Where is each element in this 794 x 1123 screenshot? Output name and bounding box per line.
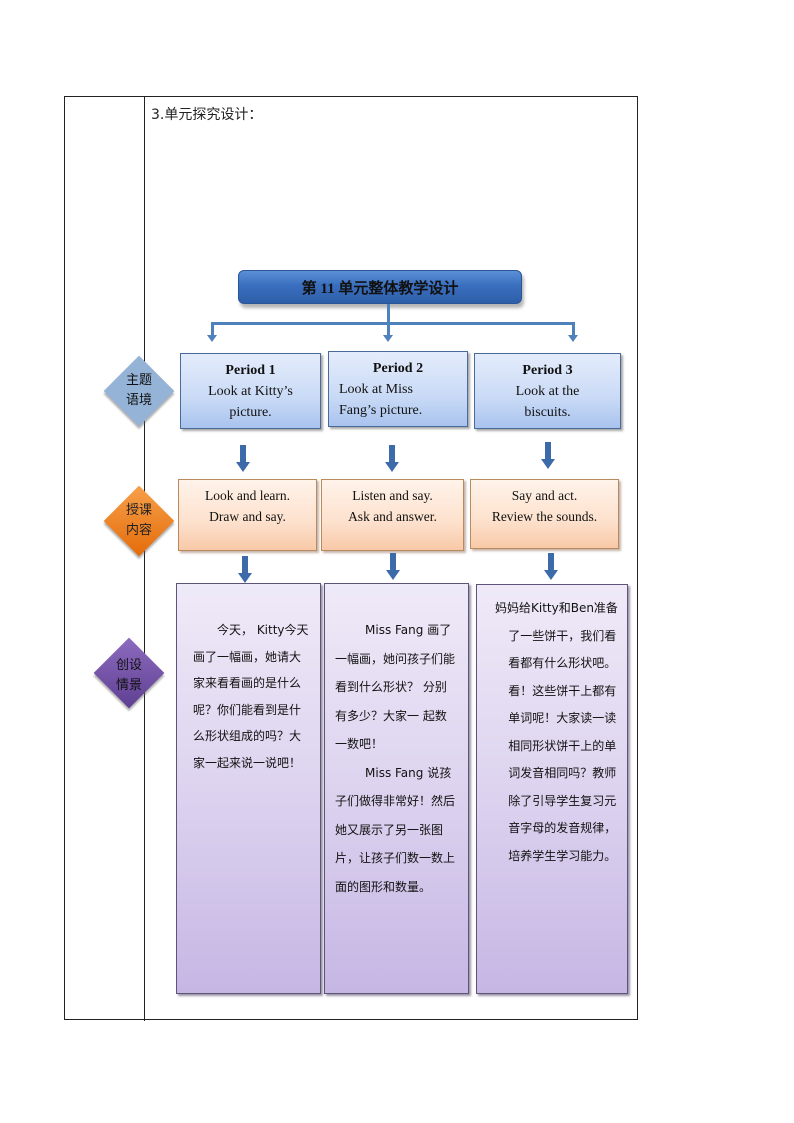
content-text: Ask and answer. [348,509,437,524]
period-box-1: Period 1 Look at Kitty’s picture. [180,353,321,429]
row-axis-line [144,96,145,1021]
period-text: Look at Miss [339,382,413,397]
row-label-line: 情景 [115,678,142,693]
row-label-scenario: 创设 情景 [93,656,165,696]
connector-horizontal [211,322,575,325]
down-arrow-icon [541,442,555,469]
scenario-paragraph: 今天， Kitty今天画了一幅画，她请大家来看看画的是什么呢？你们能看到是什么形… [193,623,309,770]
period-text: Look at the [515,384,580,399]
row-label-line: 语境 [125,393,152,408]
section-heading: 3.单元探究设计： [151,107,263,123]
period-text: Fang’s picture. [339,403,423,418]
content-text: Review the sounds. [491,509,598,524]
content-box-2: Listen and say. Ask and answer. [321,479,464,551]
diagram-title-bar: 第 11 单元整体教学设计 [238,270,522,304]
period-text: picture. [229,405,272,420]
table-column-divider [144,96,145,1021]
connector-drop-2 [387,322,390,336]
content-box-1: Look and learn. Draw and say. [178,479,317,551]
period-title: Period 3 [522,363,573,378]
arrowhead-3-icon [568,335,578,342]
down-arrow-icon [386,553,400,580]
row-label-line: 创设 [115,658,142,673]
arrowhead-1-icon [207,335,217,342]
row-label-content: 授课 内容 [103,501,175,541]
arrowhead-2-icon [383,335,393,342]
down-arrow-icon [238,556,252,583]
down-arrow-icon [544,553,558,580]
down-arrow-icon [236,445,250,472]
period-text: biscuits. [524,405,571,420]
scenario-box-2: Miss Fang 画了一幅画，她问孩子们能看到什么形状？ 分别有多少？大家一 … [324,583,469,994]
content-box-3: Say and act. Review the sounds. [470,479,619,549]
row-label-line: 授课 [125,503,152,518]
diagram-title: 第 11 单元整体教学设计 [301,280,459,297]
row-label-line: 主题 [125,373,152,388]
content-text: Listen and say. [352,488,433,503]
connector-drop-3 [572,322,575,336]
period-title: Period 2 [372,361,424,376]
period-box-2: Period 2 Look at Miss Fang’s picture. [328,351,468,427]
period-text: Look at Kitty’s [208,384,293,399]
content-text: Draw and say. [209,509,286,524]
scenario-box-3: 妈妈给Kitty和Ben准备了一些饼干，我们看看都有什么形状吧。看！这些饼干上都… [476,584,628,994]
table-frame [64,96,638,1020]
row-label-theme: 主题 语境 [103,371,175,411]
connector-drop-1 [211,322,214,336]
scenario-paragraph: Miss Fang 说孩子们做得非常好！然后她又展示了另一张图片，让孩子们数一数… [335,765,456,894]
period-box-3: Period 3 Look at the biscuits. [474,353,621,429]
connector-trunk [387,304,390,324]
scenario-paragraph: Miss Fang 画了一幅画，她问孩子们能看到什么形状？ 分别有多少？大家一 … [335,623,456,751]
content-text: Look and learn. [204,488,291,503]
scenario-paragraph: 妈妈给Kitty和Ben准备了一些饼干，我们看看都有什么形状吧。看！这些饼干上都… [495,601,618,863]
content-text: Say and act. [511,488,578,503]
period-title: Period 1 [225,363,276,378]
row-label-line: 内容 [125,523,152,538]
scenario-box-1: 今天， Kitty今天画了一幅画，她请大家来看看画的是什么呢？你们能看到是什么形… [176,583,321,994]
down-arrow-icon [385,445,399,472]
